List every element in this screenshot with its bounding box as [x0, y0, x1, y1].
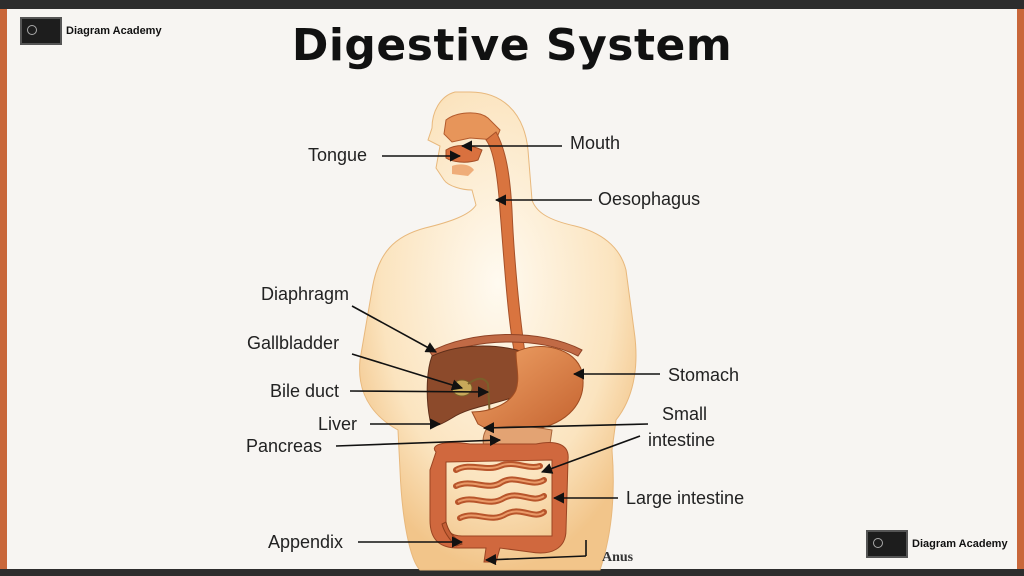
liver-organ	[426, 345, 529, 426]
label-anus: Anus	[602, 550, 634, 565]
label-diaphragm: Diaphragm	[261, 284, 350, 304]
pointer-small-intestine-b	[540, 435, 641, 474]
pointer-bile-duct	[349, 386, 490, 398]
pointer-small-intestine-a	[482, 422, 649, 434]
label-oesophagus: Oesophagus	[598, 189, 701, 209]
label-small-intestine-line2: intestine	[648, 430, 716, 450]
label-small-intestine-line1: Small	[662, 404, 708, 424]
label-gallbladder: Gallbladder	[247, 333, 340, 353]
diagram-title: Digestive System	[291, 20, 733, 71]
pointer-anus	[484, 554, 587, 566]
brand-name: Diagram Academy	[912, 538, 1008, 550]
bottom-bar	[0, 569, 1024, 576]
label-tongue: Tongue	[308, 145, 368, 165]
label-appendix: Appendix	[268, 532, 344, 552]
brand-logo-bottom-right: Diagram Academy	[866, 530, 1008, 558]
brand-name: Diagram Academy	[66, 25, 162, 37]
label-liver: Liver	[318, 414, 358, 434]
label-large-intestine: Large intestine	[626, 488, 745, 508]
brand-logo-top-left: Diagram Academy	[20, 17, 162, 45]
pointer-pancreas	[335, 434, 502, 447]
label-bile-duct: Bile duct	[270, 381, 340, 401]
label-pancreas: Pancreas	[246, 436, 323, 456]
chalkboard-icon	[20, 17, 62, 45]
chalkboard-icon	[866, 530, 908, 558]
label-mouth: Mouth	[570, 133, 621, 153]
pointer-gallbladder	[351, 353, 464, 391]
pointer-lines	[335, 140, 660, 566]
label-stomach: Stomach	[668, 365, 740, 385]
pointer-diaphragm	[351, 305, 437, 353]
top-bar	[0, 0, 1024, 9]
